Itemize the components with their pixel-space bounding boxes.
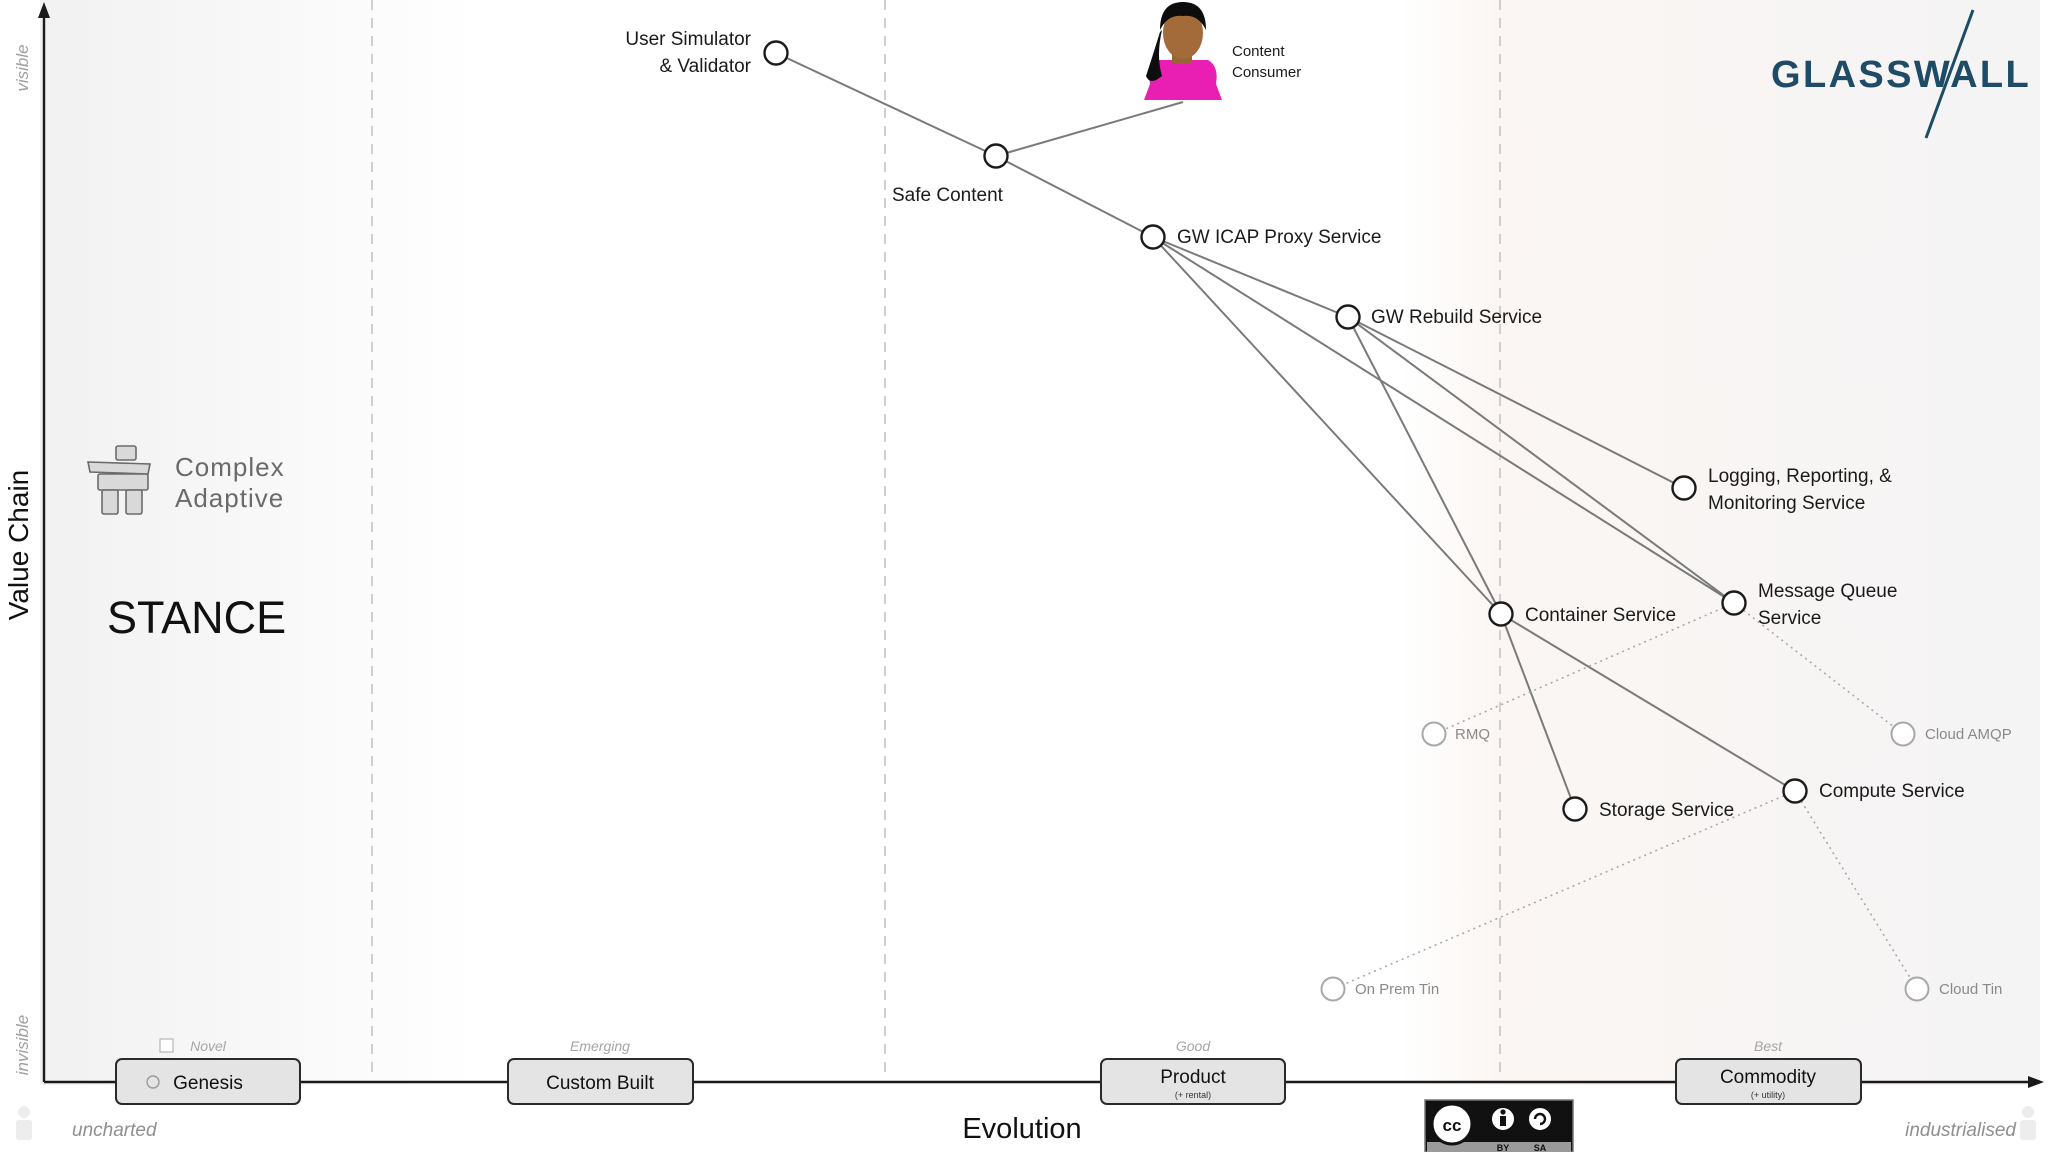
cc-text: cc [1443,1116,1462,1135]
link-icap-to-container [1152,236,1502,615]
stance-complex-label: Complex [175,452,285,482]
stage-qualifier-novel: Novel [190,1038,227,1054]
brand-slash [1924,9,1975,139]
node-on-prem-tin[interactable]: On Prem Tin [1320,976,1440,1002]
stance-adaptive-label: Adaptive [175,483,284,513]
cc-by-label: BY [1497,1143,1510,1152]
node-cloud-amqp[interactable]: Cloud AMQP [1890,721,2012,747]
stage-qualifier-emerging: Emerging [570,1038,630,1054]
node-safe-content[interactable]: Safe Content [892,143,1009,207]
y-axis-invisible-label: invisible [13,1015,32,1075]
cc-sa-label: SA [1534,1143,1547,1152]
map-background [40,0,2040,1085]
stance-title: STANCE [107,592,286,643]
y-axis-label: Value Chain [3,470,34,620]
node-label: User Simulator [625,29,751,50]
node-label: Monitoring Service [1708,493,1865,514]
node-label: GW Rebuild Service [1371,307,1542,328]
stage-product[interactable]: Product (+ rental) [1100,1058,1286,1105]
faint-figure-icon [2020,1106,2036,1140]
link-rebuild-to-logging [1347,316,1685,489]
y-axis-visible-label: visible [13,44,32,91]
stage-label: Product [1160,1067,1226,1088]
node-label: GW ICAP Proxy Service [1177,227,1381,248]
node-compute-service[interactable]: Compute Service [1782,778,1965,804]
node-label: Logging, Reporting, & [1708,466,1892,487]
x-axis-uncharted-label: uncharted [72,1120,158,1141]
node-gw-rebuild-service[interactable]: GW Rebuild Service [1335,304,1543,330]
share-alike-icon [1527,1106,1553,1132]
x-axis-industrialised-label: industrialised [1905,1120,2017,1141]
stage-sublabel: (+ utility) [1751,1090,1785,1100]
node-label: Container Service [1525,605,1676,626]
node-label: Cloud Tin [1939,981,2002,998]
node-rmq[interactable]: RMQ [1421,721,1491,747]
stage-label: Custom Built [546,1073,654,1094]
stage-commodity[interactable]: Commodity (+ utility) [1675,1058,1862,1105]
stage-label: Commodity [1720,1067,1817,1088]
node-label: Compute Service [1819,781,1965,802]
glasswall-logo: GLASSWALL [1771,9,2031,139]
novel-checkbox[interactable] [159,1038,174,1053]
node-label: On Prem Tin [1355,981,1439,998]
node-label: Service [1758,608,1821,629]
node-label: & Validator [659,56,751,77]
radio-icon [146,1075,160,1089]
stage-qualifier-best: Best [1754,1038,1783,1054]
stage-genesis[interactable]: Genesis [115,1058,301,1105]
link-simulator-to-safe-content [775,52,997,157]
user-label-line2: Consumer [1232,64,1301,81]
dependency-links [775,52,1918,990]
avatar-top [1144,60,1222,100]
faint-figure-icon [16,1106,32,1140]
node-label: Storage Service [1599,800,1734,821]
stage-label: Genesis [173,1073,243,1094]
node-storage-service[interactable]: Storage Service [1562,796,1735,822]
node-message-queue-service[interactable]: Message Queue Service [1721,581,1898,629]
link-icap-to-mq [1152,236,1735,604]
stage-sublabel: (+ rental) [1175,1090,1211,1100]
cc-icon [1430,1102,1474,1146]
link-container-to-compute [1500,613,1796,792]
link-icap-to-rebuild [1152,236,1349,318]
user-label-line1: Content [1232,43,1285,60]
node-label: RMQ [1455,726,1490,743]
link-container-to-storage [1500,613,1576,810]
stage-qualifier-good: Good [1176,1038,1211,1054]
inukshuk-icon [87,445,151,515]
link-user-to-safe-content [995,101,1184,157]
stage-custom-built[interactable]: Custom Built [507,1058,694,1105]
link-compute-to-cloud-tin [1794,790,1918,990]
content-consumer-avatar [1144,2,1222,100]
brand-logo-text: GLASSWALL [1771,54,2031,96]
link-mq-to-rmq [1433,602,1735,735]
node-logging-reporting-monitoring[interactable]: Logging, Reporting, & Monitoring Service [1671,466,1893,514]
node-container-service[interactable]: Container Service [1488,601,1677,627]
x-axis-label: Evolution [962,1113,1081,1145]
cc-license-badge[interactable]: cc BY SA [1424,1099,1574,1152]
y-axis-arrow [38,2,50,18]
node-gw-icap-proxy-service[interactable]: GW ICAP Proxy Service [1140,224,1382,250]
node-user-simulator[interactable]: User Simulator & Validator [625,29,789,77]
link-safe-content-to-icap [995,155,1154,238]
link-rebuild-to-mq [1347,316,1735,604]
node-label: Safe Content [892,185,1004,206]
node-label: Message Queue [1758,581,1897,602]
node-cloud-tin[interactable]: Cloud Tin [1904,976,2003,1002]
link-rebuild-to-container [1347,316,1502,615]
node-label: Cloud AMQP [1925,726,2012,743]
x-axis-arrow [2028,1076,2044,1088]
